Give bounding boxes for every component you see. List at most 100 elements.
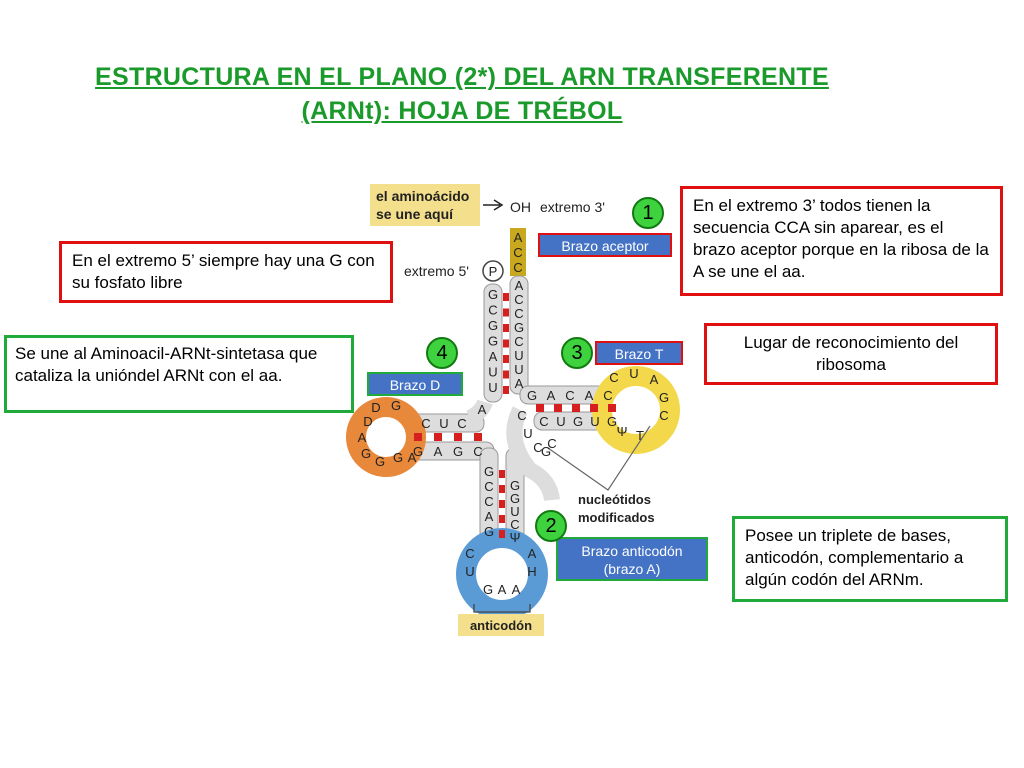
t-loop-base: A	[650, 372, 659, 387]
d-loop-base: A	[408, 450, 417, 465]
t-loop-base: C	[659, 408, 668, 423]
t-top-base: C	[565, 388, 574, 403]
phosphate-label: P	[489, 264, 498, 279]
extra-base: U	[523, 426, 532, 441]
ac-loop-base: A	[498, 582, 507, 597]
aminoacid-label-bg	[370, 184, 480, 226]
acceptor-stem-left	[483, 283, 503, 403]
extremo3-text: En el extremo 3’ todos tienen la secuenc…	[693, 196, 989, 281]
t-bottom-base: G	[573, 414, 583, 429]
extra-base: C	[517, 408, 526, 423]
acceptor-right-base: A	[515, 376, 524, 391]
t-pair	[536, 404, 544, 412]
acceptor-3p-base: A	[514, 230, 523, 245]
ac-left-base: C	[484, 479, 493, 494]
acceptor-stem-right	[509, 275, 529, 395]
ac-loop-base: G	[483, 582, 493, 597]
phosphate-circle	[482, 260, 504, 282]
ac-loop-base: A	[512, 582, 521, 597]
acceptor-right-base: C	[514, 334, 523, 349]
d-top-base: C	[457, 416, 466, 431]
extremo5-label: extremo 5'	[404, 263, 469, 279]
aminoacid-label-2: se une aquí	[376, 206, 454, 222]
t-top-base: A	[585, 388, 594, 403]
ac-right-base: G	[510, 478, 520, 493]
acceptor-right-base: U	[514, 348, 523, 363]
ac-pair	[499, 470, 505, 478]
d-loop-base: D	[363, 414, 372, 429]
sintetasa-box: Se une al Aminoacil-ARNt-sintetasa que c…	[4, 335, 354, 413]
number-3-badge: 3	[561, 337, 593, 369]
d-loop-base: G	[391, 398, 401, 413]
t-pair	[572, 404, 580, 412]
d-top-base: U	[439, 416, 448, 431]
number-4-badge: 4	[426, 337, 458, 369]
ac-left-base: C	[484, 494, 493, 509]
acceptor-pair	[503, 339, 509, 348]
t-bottom-base: U	[556, 414, 565, 429]
t-pair	[554, 404, 562, 412]
modified-nucleotides-1: nucleótidos	[578, 492, 651, 507]
d-arm-connector	[466, 399, 493, 426]
d-bottom-base: C	[473, 444, 482, 459]
brazo-t-tag: Brazo T	[595, 341, 683, 365]
d-pair	[474, 433, 482, 441]
acceptor-left-base: G	[488, 318, 498, 333]
d-loop-base: G	[361, 446, 371, 461]
acceptor-right-base: C	[514, 292, 523, 307]
ac-right-base: G	[510, 491, 520, 506]
d-bottom-base: G	[453, 444, 463, 459]
d-loop-base: G	[375, 454, 385, 469]
acceptor-right-base: A	[515, 278, 524, 293]
acceptor-right-base: G	[514, 320, 524, 335]
ac-pair	[499, 530, 505, 538]
brazo-anticodon-line-1: Brazo anticodón	[581, 543, 683, 559]
ac-loop-base: H	[527, 564, 536, 579]
ac-right-base: U	[510, 504, 519, 519]
t-loop-base: G	[659, 390, 669, 405]
extra-base: A	[478, 402, 487, 417]
brazo-anticodon-line-2: (brazo A)	[603, 561, 661, 577]
anticodon-label: anticodón	[470, 618, 532, 633]
acceptor-cca-bg	[510, 228, 526, 276]
acceptor-pair	[503, 293, 509, 301]
triplete-text: Posee un triplete de bases, anticodón, c…	[745, 526, 964, 589]
sintetasa-text: Se une al Aminoacil-ARNt-sintetasa que c…	[15, 344, 318, 385]
ac-pair	[499, 500, 505, 508]
ac-left-base: A	[485, 509, 494, 524]
t-top-base: G	[527, 388, 537, 403]
brazo-d-tag: Brazo D	[367, 372, 463, 396]
ribosoma-text: Lugar de reconocimiento del ribosoma	[743, 333, 959, 374]
title-line-1: ESTRUCTURA EN EL PLANO (2*) DEL ARN TRAN…	[95, 63, 829, 91]
acceptor-left-base: C	[488, 303, 497, 318]
t-bottom-base: U	[590, 414, 599, 429]
acceptor-left-base: U	[488, 380, 497, 395]
acceptor-pair	[503, 370, 509, 379]
extra-base: G	[541, 444, 551, 459]
ac-pair	[499, 515, 505, 523]
extremo3-box: En el extremo 3’ todos tienen la secuenc…	[680, 186, 1003, 296]
d-loop-base: A	[358, 430, 367, 445]
oh-label: OH	[510, 199, 531, 215]
extremo5-text: En el extremo 5’ siempre hay una G con s…	[72, 251, 375, 292]
aminoacid-arrow	[483, 199, 504, 211]
d-bottom-base: G	[413, 444, 423, 459]
base-pairs	[414, 293, 616, 538]
t-loop-base: U	[629, 366, 638, 381]
acceptor-pair	[503, 308, 509, 317]
page-title: ESTRUCTURA EN EL PLANO (2*) DEL ARN TRAN…	[0, 60, 924, 128]
t-top-base: C	[603, 388, 612, 403]
t-loop-base: T	[636, 428, 644, 443]
t-bottom-base: G	[607, 414, 617, 429]
extremo3-label: extremo 3'	[540, 199, 605, 215]
d-loop-base: G	[393, 450, 403, 465]
ac-right-base: Ψ	[510, 530, 521, 545]
acceptor-pair	[503, 386, 509, 394]
t-pair	[590, 404, 598, 412]
ribosoma-box: Lugar de reconocimiento del ribosoma	[704, 323, 998, 385]
acceptor-left-base: G	[488, 334, 498, 349]
d-bottom-base: A	[434, 444, 443, 459]
extremo5-box: En el extremo 5’ siempre hay una G con s…	[59, 241, 393, 303]
